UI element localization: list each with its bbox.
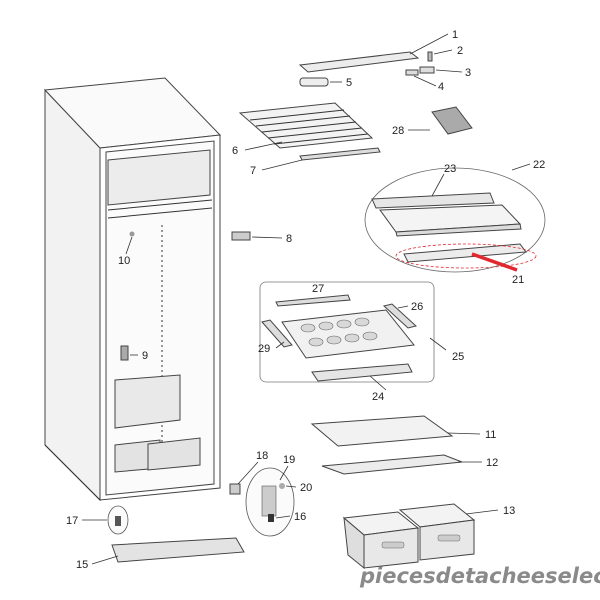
part-20-washer xyxy=(279,483,285,489)
callout-24: 24 xyxy=(372,391,384,403)
callout-26: 26 xyxy=(411,301,423,313)
fridge-cabinet xyxy=(43,77,222,502)
part-11-glass-cover xyxy=(310,415,454,447)
part-8-hinge xyxy=(231,231,251,241)
callout-1: 1 xyxy=(452,29,458,41)
group-25-outline xyxy=(259,281,435,383)
callout-13: 13 xyxy=(503,505,515,517)
callout-4: 4 xyxy=(438,81,444,93)
callout-28: 28 xyxy=(392,125,404,137)
callout-12: 12 xyxy=(486,457,498,469)
callout-6: 6 xyxy=(232,145,238,157)
callout-22: 22 xyxy=(533,159,545,171)
part-4-clip xyxy=(405,69,419,76)
egg-tray xyxy=(281,309,415,359)
part-6-wire-shelf xyxy=(238,102,374,149)
part-28-grille xyxy=(431,106,473,135)
part-29-support xyxy=(261,319,293,348)
callout-25: 25 xyxy=(452,351,464,363)
callout-15: 15 xyxy=(76,559,88,571)
part-18-cap xyxy=(229,483,241,495)
part-13-crisper-drawers xyxy=(342,503,476,570)
callout-3: 3 xyxy=(465,67,471,79)
callout-9: 9 xyxy=(142,350,148,362)
part-9-drain xyxy=(120,345,129,361)
highlight-ring xyxy=(395,243,537,269)
part-10-plug xyxy=(129,231,135,237)
group-22-outline xyxy=(364,167,546,273)
part-16-pin xyxy=(268,514,274,522)
callout-10: 10 xyxy=(118,255,130,267)
callout-20: 20 xyxy=(300,482,312,494)
part-1-top-cover xyxy=(298,51,420,73)
part-7-shelf-trim xyxy=(299,147,381,161)
part-2-screw xyxy=(427,51,433,62)
callout-2: 2 xyxy=(457,45,463,57)
callout-18: 18 xyxy=(256,450,268,462)
watermark-text: piecesdetacheeselec.com xyxy=(359,564,600,588)
glass-shelf-front xyxy=(395,223,522,237)
callout-29: 29 xyxy=(258,343,270,355)
callout-19: 19 xyxy=(283,454,295,466)
callout-23: 23 xyxy=(444,163,456,175)
callout-5: 5 xyxy=(346,77,352,89)
callout-21: 21 xyxy=(512,274,524,286)
part-12-cover-frame xyxy=(321,454,463,475)
callout-17: 17 xyxy=(66,515,78,527)
callout-7: 7 xyxy=(250,165,256,177)
part-23-frame xyxy=(371,192,495,209)
callout-11: 11 xyxy=(485,429,496,441)
part-21-front-trim xyxy=(403,243,527,263)
part-24-front-trim xyxy=(311,363,413,382)
callout-27: 27 xyxy=(312,283,324,295)
part-3-bracket xyxy=(419,66,435,74)
highlight-arrow xyxy=(471,252,518,272)
part-26-support xyxy=(382,303,418,329)
callout-8: 8 xyxy=(286,233,292,245)
part-5-lamp-cover xyxy=(299,77,329,87)
callout-16: 16 xyxy=(294,511,306,523)
part-27-rail xyxy=(275,294,351,307)
part-15-base-cover xyxy=(111,537,245,563)
